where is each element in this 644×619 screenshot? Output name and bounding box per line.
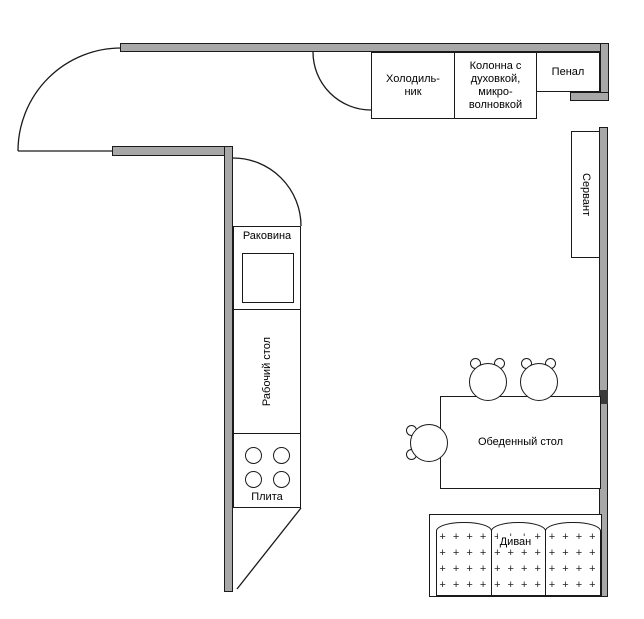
sink-unit: Раковина <box>233 226 301 310</box>
cushion-pattern-row: + + + + <box>439 547 489 559</box>
sofa-cushion: + + + + + + + + + + + + + + + + <box>545 522 602 596</box>
sink-label: Раковина <box>242 230 292 242</box>
cushion-pattern-row: + + + + <box>439 563 489 575</box>
worktop-label: Рабочий стол <box>260 336 273 407</box>
counter-end-diagonal <box>236 507 302 590</box>
cushion-pattern-row: + + + + <box>439 531 489 543</box>
sofa-label: Диван <box>497 536 534 548</box>
counter-corner-arc <box>232 157 302 227</box>
wall-top <box>120 43 609 52</box>
oven-column-label: Колонна с духовкой, микро- волновкой <box>468 59 523 111</box>
sideboard-label: Сервант <box>580 172 592 217</box>
wall-entry-stub <box>112 146 233 156</box>
fridge-label: Холодиль- ник <box>386 72 440 98</box>
sink-basin <box>242 253 294 303</box>
cushion-pattern-row: + + + + <box>548 579 598 591</box>
cushion-pattern-row: + + + + <box>439 579 489 591</box>
burner <box>245 447 262 464</box>
oven-column: Колонна с духовкой, микро- волновкой <box>454 52 537 119</box>
sofa-cushions: + + + ++ + + ++ + + ++ + + + + + + ++ + … <box>436 522 602 596</box>
sofa-cushion: + + + ++ + + ++ + + ++ + + + <box>490 522 547 596</box>
cushion-pattern-row: + + + + <box>494 579 543 591</box>
tall-cabinet-label: Пенал <box>551 65 585 78</box>
cushion-pattern-row: + + + + <box>548 547 598 559</box>
wall-seam-mark <box>599 390 608 404</box>
chair-seat <box>520 363 558 401</box>
door-swing-arc <box>17 47 122 152</box>
cushion-pattern-row: + + + + <box>548 531 598 543</box>
chair-seat <box>469 363 507 401</box>
tall-cabinet: Пенал <box>536 52 600 92</box>
wall-left <box>224 146 233 592</box>
wall-right <box>599 127 608 597</box>
chair-seat <box>410 424 448 462</box>
burner <box>273 447 290 464</box>
fridge: Холодиль- ник <box>371 52 455 119</box>
cushion-pattern-row: + + + + <box>494 563 543 575</box>
dining-table-label: Обеденный стол <box>477 436 564 448</box>
sofa-label-wrap: Диван <box>429 536 602 548</box>
burner <box>273 471 290 488</box>
dining-table: Обеденный стол <box>440 396 601 489</box>
cushion-pattern-row: + + + + <box>548 563 598 575</box>
upper-counter-arc <box>312 51 372 111</box>
cushion-pattern-row: + + + + <box>494 547 543 559</box>
stove: Плита <box>233 433 301 508</box>
sofa-cushion: + + + + + + + + + + + + + + + + <box>436 522 492 596</box>
wall-under-tall-cabinet <box>570 92 609 101</box>
stove-label: Плита <box>251 491 283 503</box>
burner <box>245 471 262 488</box>
worktop: Рабочий стол <box>233 309 301 434</box>
sideboard: Сервант <box>571 131 600 258</box>
